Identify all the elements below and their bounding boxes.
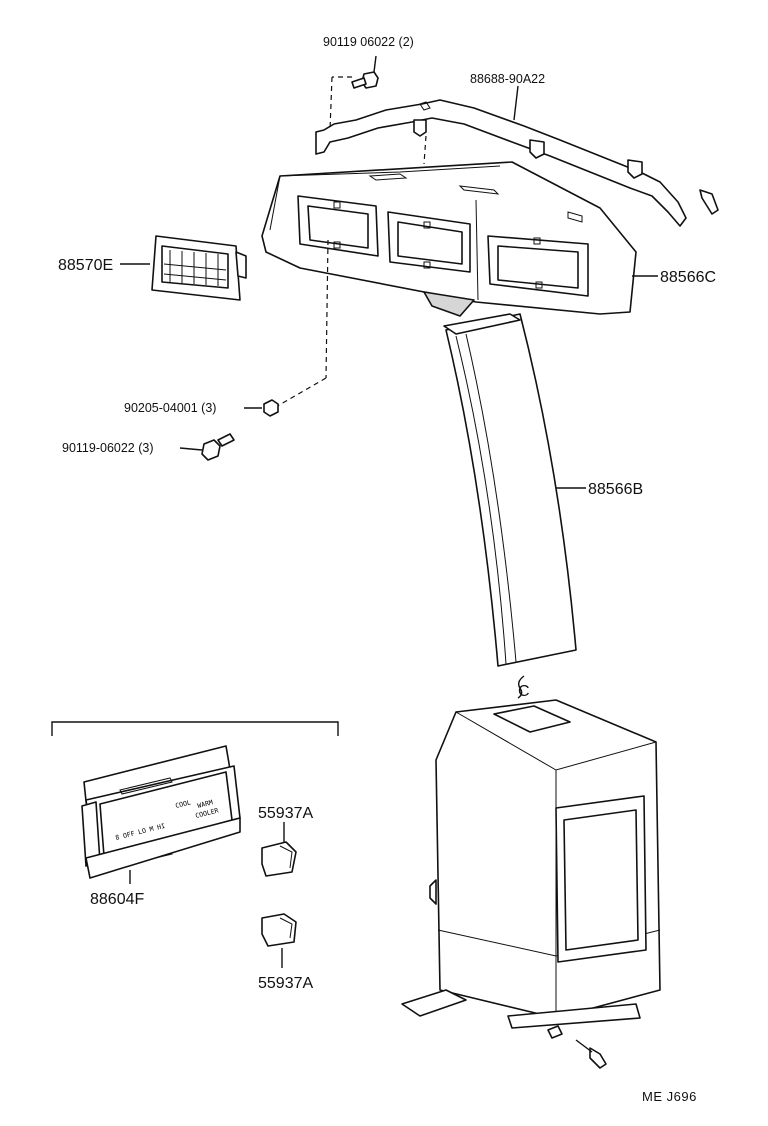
label-connector: C [518, 683, 530, 700]
connector-line [517, 675, 525, 699]
reference-code: ME J696 [642, 1089, 697, 1104]
mounting-bracket [315, 85, 719, 227]
cooler-unit [401, 699, 661, 1069]
label-register: 88570E [58, 257, 113, 274]
label-bracket: 88688-90A22 [470, 72, 545, 86]
control-panel: 8 OFF LO M HI COOL WARM COOLER [81, 745, 241, 884]
label-nut: 90205-04001 (3) [124, 401, 216, 415]
panel-cool: COOL [175, 798, 192, 810]
air-register [120, 235, 247, 301]
label-bolt-top: 90119 06022 (2) [323, 35, 414, 49]
label-knob-top: 55937A [258, 805, 313, 822]
dashed-leader-nut-2 [273, 377, 327, 409]
vertical-duct [443, 313, 586, 667]
knob-bottom [261, 913, 297, 968]
label-control-panel: 88604F [90, 891, 144, 908]
nut [244, 399, 279, 417]
panel-warm: WARM [197, 798, 214, 810]
knob-top [261, 822, 297, 877]
upper-duct-housing [261, 161, 658, 317]
bolt-top [329, 55, 379, 131]
label-knob-bottom: 55937A [258, 975, 313, 992]
label-upper-duct: 88566C [660, 269, 716, 286]
group-bracket [51, 721, 339, 736]
label-mid-duct: 88566B [588, 481, 643, 498]
bolt-side [179, 433, 235, 461]
label-bolt-side: 90119-06022 (3) [62, 441, 154, 455]
